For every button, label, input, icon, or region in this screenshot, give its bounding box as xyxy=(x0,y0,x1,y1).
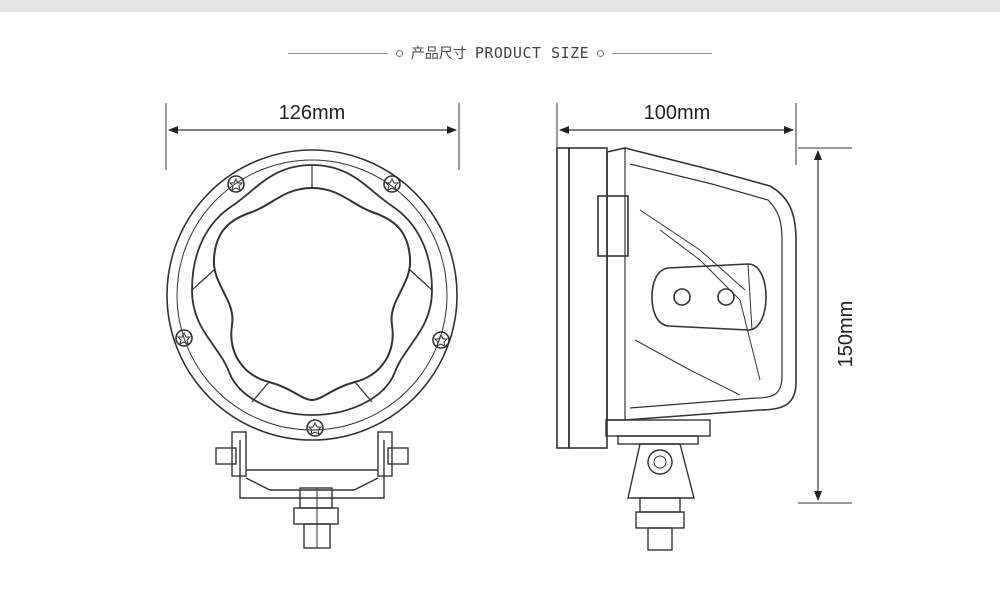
side-tab xyxy=(597,195,629,257)
section-heading: 产品尺寸 PRODUCT SIZE xyxy=(0,40,1000,66)
heading-rule-left xyxy=(287,52,388,54)
front-flange xyxy=(556,147,570,449)
front-width-dimension: 126mm xyxy=(165,102,460,170)
screw-right-icon xyxy=(432,331,450,349)
flower-lens xyxy=(212,186,412,402)
mount-hole-2 xyxy=(717,288,735,306)
side-height-dimension: 150mm xyxy=(798,147,857,504)
screw-top-right-icon xyxy=(383,175,401,193)
heading-title-cn: 产品尺寸 xyxy=(410,46,467,62)
side-body-inner xyxy=(629,163,783,409)
side-view: 100mm 150mm xyxy=(556,102,857,551)
heading-rule-right xyxy=(612,52,713,54)
lens-bezel xyxy=(191,164,433,416)
front-width-label: 126mm xyxy=(279,102,346,124)
screw-left-icon xyxy=(175,329,193,347)
screw-bottom-icon xyxy=(306,419,324,437)
housing-inner xyxy=(176,159,448,431)
top-bar xyxy=(0,0,1000,12)
side-body xyxy=(606,147,797,421)
heading-dot-left xyxy=(395,49,403,57)
front-view: 126mm xyxy=(165,102,460,549)
heading-title-en: PRODUCT SIZE xyxy=(474,44,590,62)
side-bracket xyxy=(605,419,711,551)
mount-hole-1 xyxy=(673,288,691,306)
side-depth-dimension: 100mm xyxy=(556,102,797,165)
front-rim xyxy=(568,147,608,449)
heading-dot-right xyxy=(597,49,605,57)
side-depth-label: 100mm xyxy=(644,102,711,124)
housing-outer xyxy=(166,149,458,441)
side-height-label: 150mm xyxy=(835,301,857,368)
screw-top-left-icon xyxy=(227,175,245,193)
mount-plate xyxy=(651,263,767,331)
bezel-ribs xyxy=(191,165,433,403)
front-bracket xyxy=(215,431,409,549)
